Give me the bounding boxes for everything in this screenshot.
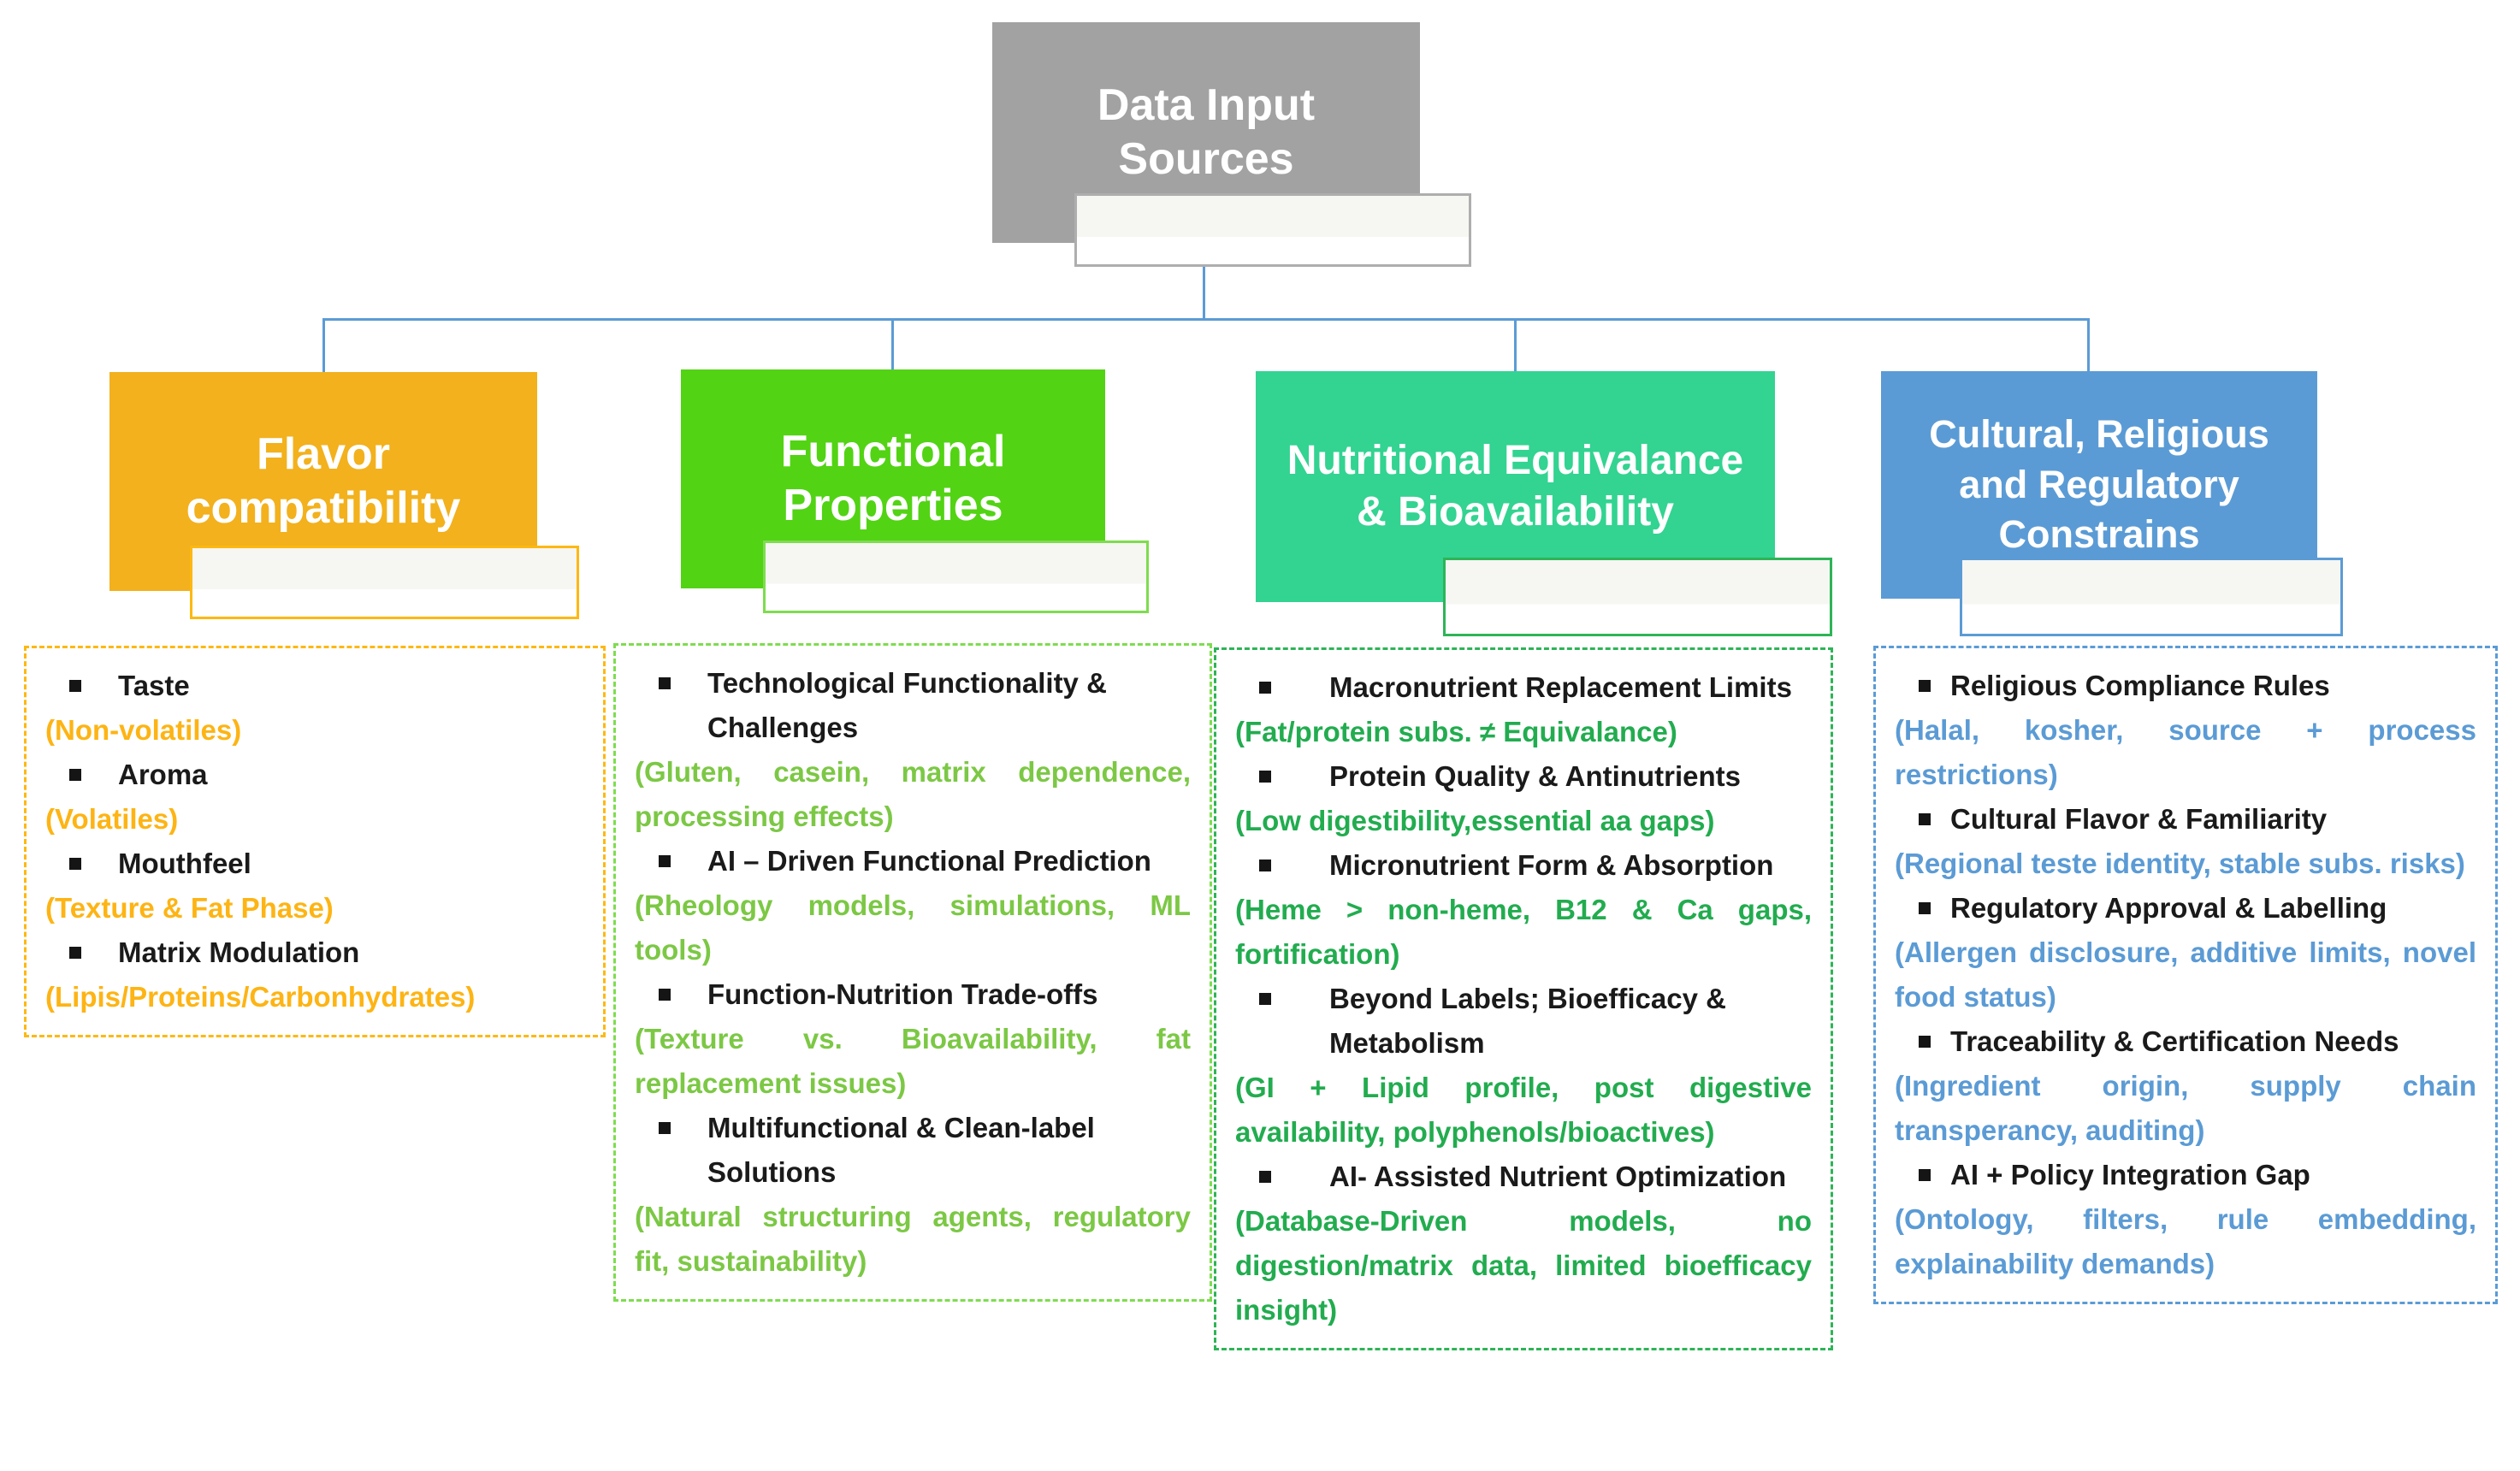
branch-title: Functional Properties (780, 426, 1006, 530)
branch-title: Cultural, Religious and Regulatory Const… (1929, 412, 2269, 557)
bullet-square-icon (1235, 843, 1329, 888)
list-item-title: Religious Compliance Rules (1950, 670, 2330, 701)
list-item-title: Regulatory Approval & Labelling (1950, 892, 2387, 924)
list-item-title: Aroma (118, 759, 208, 790)
bullet-square-icon (635, 839, 707, 883)
list-item-note: (Texture vs. Bioavailability, fat replac… (635, 1023, 1191, 1099)
list-item: Mouthfeel (45, 842, 584, 886)
bullet-square-icon (1235, 977, 1329, 1066)
bullet-square-icon (1895, 1019, 1950, 1064)
list-item-note: (Ontology, filters, rule embedding, expl… (1895, 1203, 2476, 1279)
list-item-note: (GI + Lipid profile, post digestive avai… (1235, 1072, 1812, 1148)
branch-callout-functional (763, 541, 1149, 613)
bullet-square-icon (635, 661, 707, 750)
bullet-square-icon (1235, 754, 1329, 799)
branch-list-functional: Technological Functionality & Challenges… (613, 643, 1212, 1302)
list-item-title: Cultural Flavor & Familiarity (1950, 803, 2328, 835)
list-item-note: (Lipis/Proteins/Carbonhydrates) (45, 981, 476, 1013)
branch-callout-nutritional (1443, 558, 1832, 636)
list-item-note: (Texture & Fat Phase) (45, 892, 334, 924)
list-item-title: Macronutrient Replacement Limits (1329, 671, 1792, 703)
list-item-title: AI – Driven Functional Prediction (707, 845, 1151, 877)
branch-list-cultural: Religious Compliance Rules (Halal, koshe… (1873, 646, 2498, 1304)
list-item-title: Protein Quality & Antinutrients (1329, 760, 1741, 792)
list-item-title: Mouthfeel (118, 848, 251, 879)
list-item-title: Function-Nutrition Trade-offs (707, 978, 1098, 1010)
list-item-note: (Volatiles) (45, 803, 179, 835)
bullet-square-icon (45, 753, 118, 797)
bullet-square-icon (1895, 797, 1950, 842)
list-item-note: (Fat/protein subs. ≠ Equivalance) (1235, 716, 1677, 747)
list-item-title: Micronutrient Form & Absorption (1329, 849, 1774, 881)
list-item-title: Taste (118, 670, 190, 701)
list-item: Matrix Modulation (45, 930, 584, 975)
bullet-square-icon (45, 664, 118, 708)
list-item: Beyond Labels; Bioefficacy & Metabolism (1235, 977, 1812, 1066)
bullet-square-icon (635, 1106, 707, 1195)
list-item-title: Beyond Labels; Bioefficacy & Metabolism (1329, 983, 1726, 1059)
list-item-note: (Non-volatiles) (45, 714, 242, 746)
list-item: AI- Assisted Nutrient Optimization (1235, 1155, 1812, 1199)
connector-drop-functional (891, 318, 894, 370)
bullet-square-icon (1235, 665, 1329, 710)
list-item-note: (Low digestibility,essential aa gaps) (1235, 805, 1715, 836)
branch-list-nutritional: Macronutrient Replacement Limits (Fat/pr… (1214, 647, 1833, 1350)
list-item: Multifunctional & Clean-label Solutions (635, 1106, 1191, 1195)
list-item: Function-Nutrition Trade-offs (635, 972, 1191, 1017)
connector-root-stub (1203, 266, 1205, 319)
list-item-title: AI + Policy Integration Gap (1950, 1159, 2310, 1190)
bullet-square-icon (1895, 1153, 1950, 1197)
list-item: Regulatory Approval & Labelling (1895, 886, 2476, 930)
list-item-note: (Gluten, casein, matrix dependence, proc… (635, 756, 1191, 832)
list-item-title: Multifunctional & Clean-label Solutions (707, 1112, 1095, 1188)
list-item: Traceability & Certification Needs (1895, 1019, 2476, 1064)
bullet-square-icon (1235, 1155, 1329, 1199)
list-item-note: (Allergen disclosure, additive limits, n… (1895, 936, 2476, 1013)
list-item-note: (Database-Driven models, no digestion/ma… (1235, 1205, 1812, 1326)
bullet-square-icon (45, 842, 118, 886)
list-item: AI + Policy Integration Gap (1895, 1153, 2476, 1197)
connector-drop-flavor (322, 318, 325, 373)
list-item: AI – Driven Functional Prediction (635, 839, 1191, 883)
list-item: Protein Quality & Antinutrients (1235, 754, 1812, 799)
connector-drop-nutritional (1514, 318, 1517, 372)
bullet-square-icon (1895, 664, 1950, 708)
branch-callout-cultural (1960, 558, 2343, 636)
list-item: Cultural Flavor & Familiarity (1895, 797, 2476, 842)
root-node-title: Data Input Sources (1097, 80, 1316, 184)
branch-title: Nutritional Equivalance & Bioavailabilit… (1287, 438, 1744, 535)
list-item-note: (Rheology models, simulations, ML tools) (635, 889, 1191, 966)
branch-header-cultural: Cultural, Religious and Regulatory Const… (1881, 371, 2317, 599)
list-item-note: (Regional teste identity, stable subs. r… (1895, 848, 2465, 879)
bullet-square-icon (635, 972, 707, 1017)
list-item: Religious Compliance Rules (1895, 664, 2476, 708)
branch-callout-flavor (190, 546, 579, 619)
list-item: Aroma (45, 753, 584, 797)
connector-horizontal (322, 318, 2090, 321)
list-item-title: AI- Assisted Nutrient Optimization (1329, 1161, 1787, 1192)
list-item-note: (Heme > non-heme, B12 & Ca gaps, fortifi… (1235, 894, 1812, 970)
list-item: Micronutrient Form & Absorption (1235, 843, 1812, 888)
list-item-title: Traceability & Certification Needs (1950, 1025, 2399, 1057)
list-item-note: (Natural structuring agents, regulatory … (635, 1201, 1191, 1277)
branch-list-flavor: Taste (Non-volatiles) Aroma (Volatiles) … (24, 646, 606, 1037)
connector-drop-cultural (2087, 318, 2090, 372)
list-item-title: Matrix Modulation (118, 936, 360, 968)
root-callout-box (1074, 193, 1471, 267)
bullet-square-icon (45, 930, 118, 975)
branch-title: Flavor compatibility (186, 428, 461, 533)
list-item-note: (Ingredient origin, supply chain transpe… (1895, 1070, 2476, 1146)
list-item-note: (Halal, kosher, source + process restric… (1895, 714, 2476, 790)
list-item: Taste (45, 664, 584, 708)
list-item-title: Technological Functionality & Challenges (707, 667, 1107, 743)
list-item: Technological Functionality & Challenges (635, 661, 1191, 750)
list-item: Macronutrient Replacement Limits (1235, 665, 1812, 710)
bullet-square-icon (1895, 886, 1950, 930)
